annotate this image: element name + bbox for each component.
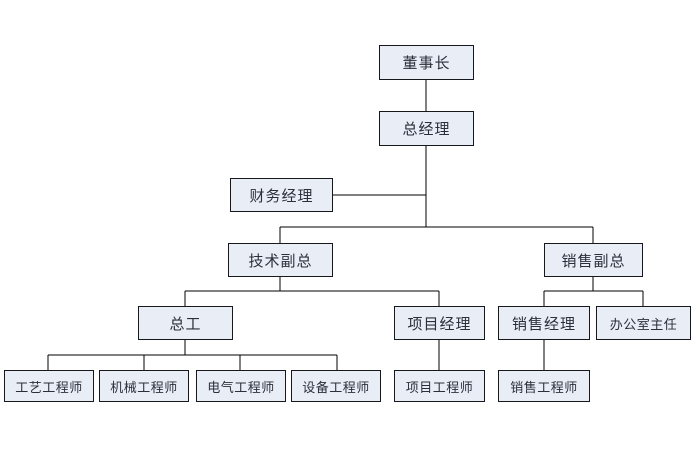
node-chief-engineer[interactable]: 总工 (138, 306, 233, 340)
node-label: 项目工程师 (405, 379, 474, 395)
node-label: 销售副总 (561, 253, 626, 270)
node-electrical-engineer[interactable]: 电气工程师 (196, 370, 286, 402)
node-label: 销售工程师 (510, 379, 578, 395)
node-label: 工艺工程师 (15, 379, 83, 395)
node-vp-technology[interactable]: 技术副总 (228, 243, 333, 277)
node-chairman[interactable]: 董事长 (379, 45, 474, 80)
node-label: 总工 (169, 316, 202, 333)
node-label: 财务经理 (249, 188, 314, 205)
node-general-manager[interactable]: 总经理 (379, 111, 474, 146)
node-equipment-engineer[interactable]: 设备工程师 (291, 370, 381, 402)
node-label: 董事长 (402, 56, 451, 72)
node-vp-sales[interactable]: 销售副总 (544, 243, 643, 277)
node-process-engineer[interactable]: 工艺工程师 (4, 370, 94, 402)
node-label: 设备工程师 (302, 379, 370, 395)
node-label: 项目经理 (407, 316, 472, 333)
node-label: 总经理 (402, 122, 451, 138)
node-project-manager[interactable]: 项目经理 (394, 306, 485, 340)
node-finance-manager[interactable]: 财务经理 (230, 178, 333, 212)
node-label: 办公室主任 (609, 316, 678, 332)
node-sales-engineer[interactable]: 销售工程师 (498, 370, 590, 402)
node-project-engineer[interactable]: 项目工程师 (394, 370, 485, 402)
node-mechanical-engineer[interactable]: 机械工程师 (99, 370, 189, 402)
node-label: 销售经理 (511, 316, 576, 333)
node-label: 电气工程师 (207, 379, 275, 395)
node-sales-manager[interactable]: 销售经理 (498, 306, 590, 340)
node-office-director[interactable]: 办公室主任 (596, 306, 691, 340)
node-label: 技术副总 (248, 253, 313, 270)
node-label: 机械工程师 (110, 379, 178, 395)
